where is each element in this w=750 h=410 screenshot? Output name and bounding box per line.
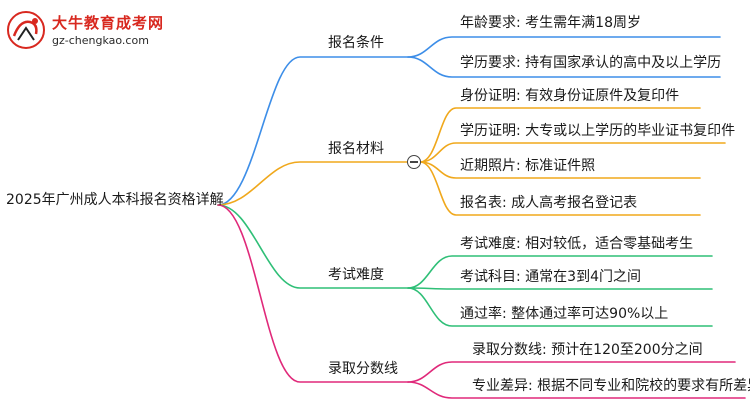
connector-branch-1-leaf-2 — [407, 56, 721, 78]
connector-root-branch-4 — [217, 204, 409, 383]
leaf-exam-subjects[interactable]: 考试科目: 通常在3到4门之间 — [460, 269, 641, 285]
leaf-exam-difficulty[interactable]: 考试难度: 相对较低，适合零基础考生 — [460, 236, 694, 252]
leaf-recent-photo[interactable]: 近期照片: 标准证件照 — [460, 158, 596, 174]
leaf-id-proof[interactable]: 身份证明: 有效身份证原件及复印件 — [460, 88, 680, 104]
connector-branch-2-leaf-1 — [419, 107, 701, 163]
branch-registration-materials[interactable]: 报名材料 — [328, 141, 384, 157]
connector-root-branch-2 — [217, 161, 409, 206]
root-topic[interactable]: 2025年广州成人本科报名资格详解 — [6, 192, 224, 208]
logo-title: 大牛教育成考网 — [52, 14, 165, 32]
connector-branch-1-leaf-1 — [407, 36, 721, 58]
connector-branch-2-leaf-3 — [419, 161, 701, 179]
site-logo: 大牛教育成考网 gz-chengkao.com — [2, 6, 172, 50]
leaf-education-requirement[interactable]: 学历要求: 持有国家承认的高中及以上学历 — [460, 55, 722, 71]
connector-branch-3-leaf-2 — [407, 287, 713, 290]
branch-registration-conditions[interactable]: 报名条件 — [328, 35, 384, 51]
leaf-registration-form[interactable]: 报名表: 成人高考报名登记表 — [460, 195, 638, 211]
leaf-pass-rate[interactable]: 通过率: 整体通过率可达90%以上 — [460, 306, 669, 322]
branch-admission-score[interactable]: 录取分数线 — [328, 361, 398, 377]
connector-branch-4-leaf-2 — [407, 381, 746, 399]
leaf-major-difference[interactable]: 专业差异: 根据不同专业和院校的要求有所差异 — [472, 378, 750, 394]
logo-url: gz-chengkao.com — [52, 34, 149, 47]
leaf-age-requirement[interactable]: 年龄要求: 考生需年满18周岁 — [460, 15, 641, 31]
leaf-education-proof[interactable]: 学历证明: 大专或以上学历的毕业证书复印件 — [460, 123, 736, 139]
leaf-admission-score[interactable]: 录取分数线: 预计在120至200分之间 — [472, 342, 703, 358]
connector-branch-4-leaf-1 — [407, 361, 736, 383]
connector-branch-2-leaf-4 — [419, 161, 701, 216]
connector-branch-3-leaf-3 — [407, 287, 713, 327]
collapse-toggle-icon[interactable] — [407, 155, 421, 169]
connector-branch-3-leaf-1 — [407, 255, 713, 289]
connector-root-branch-3 — [217, 204, 409, 289]
branch-exam-difficulty[interactable]: 考试难度 — [328, 267, 384, 283]
connector-branch-2-leaf-2 — [419, 142, 726, 163]
connector-root-branch-1 — [217, 56, 409, 206]
logo-mark-icon — [7, 11, 45, 49]
